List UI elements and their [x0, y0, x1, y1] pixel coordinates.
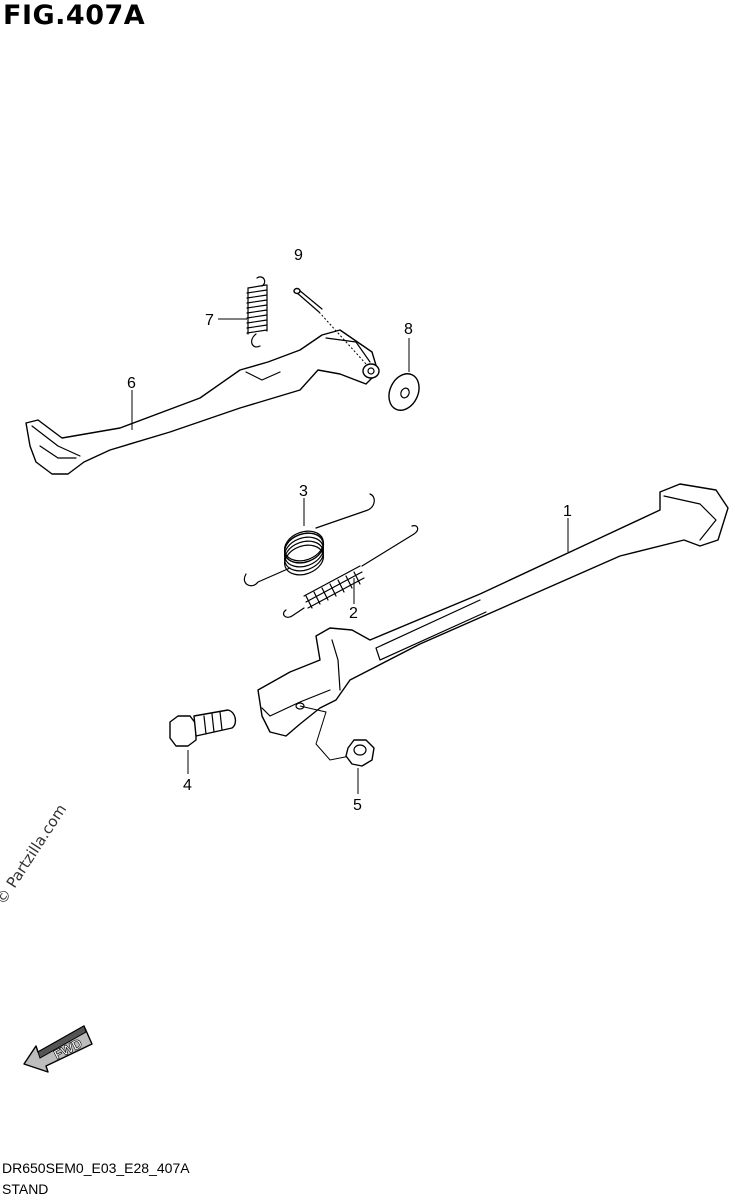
- fwd-arrow-icon: FWD: [23, 1025, 93, 1073]
- stand-bolt-part-4[interactable]: [169, 709, 237, 747]
- arm-spring-part-7[interactable]: [246, 276, 268, 348]
- fwd-label: FWD: [51, 1036, 84, 1063]
- washer-part-8[interactable]: [383, 369, 424, 415]
- stand-spring-outer-part-3[interactable]: [243, 493, 375, 587]
- callout-8: 8: [404, 321, 413, 338]
- callout-6: 6: [127, 375, 136, 392]
- side-stand-bar-part-1[interactable]: [257, 483, 729, 761]
- figure-title: FIG.407A: [3, 0, 146, 31]
- drawing-code: DR650SEM0_E03_E28_407A: [2, 1160, 190, 1176]
- callout-4: 4: [183, 777, 192, 794]
- stand-arm-part-6[interactable]: [25, 329, 380, 475]
- leader-lines: [131, 318, 569, 794]
- callout-5: 5: [353, 797, 362, 814]
- stand-nut-part-5[interactable]: [345, 739, 375, 767]
- callout-7: 7: [205, 312, 214, 329]
- callout-1: 1: [563, 503, 572, 520]
- cotter-pin-part-9[interactable]: [293, 287, 367, 365]
- stand-spring-inner-part-2[interactable]: [282, 525, 419, 618]
- callout-3: 3: [299, 483, 308, 500]
- diagram-caption: STAND: [2, 1181, 49, 1197]
- callout-9: 9: [294, 247, 303, 264]
- callout-2: 2: [349, 605, 358, 622]
